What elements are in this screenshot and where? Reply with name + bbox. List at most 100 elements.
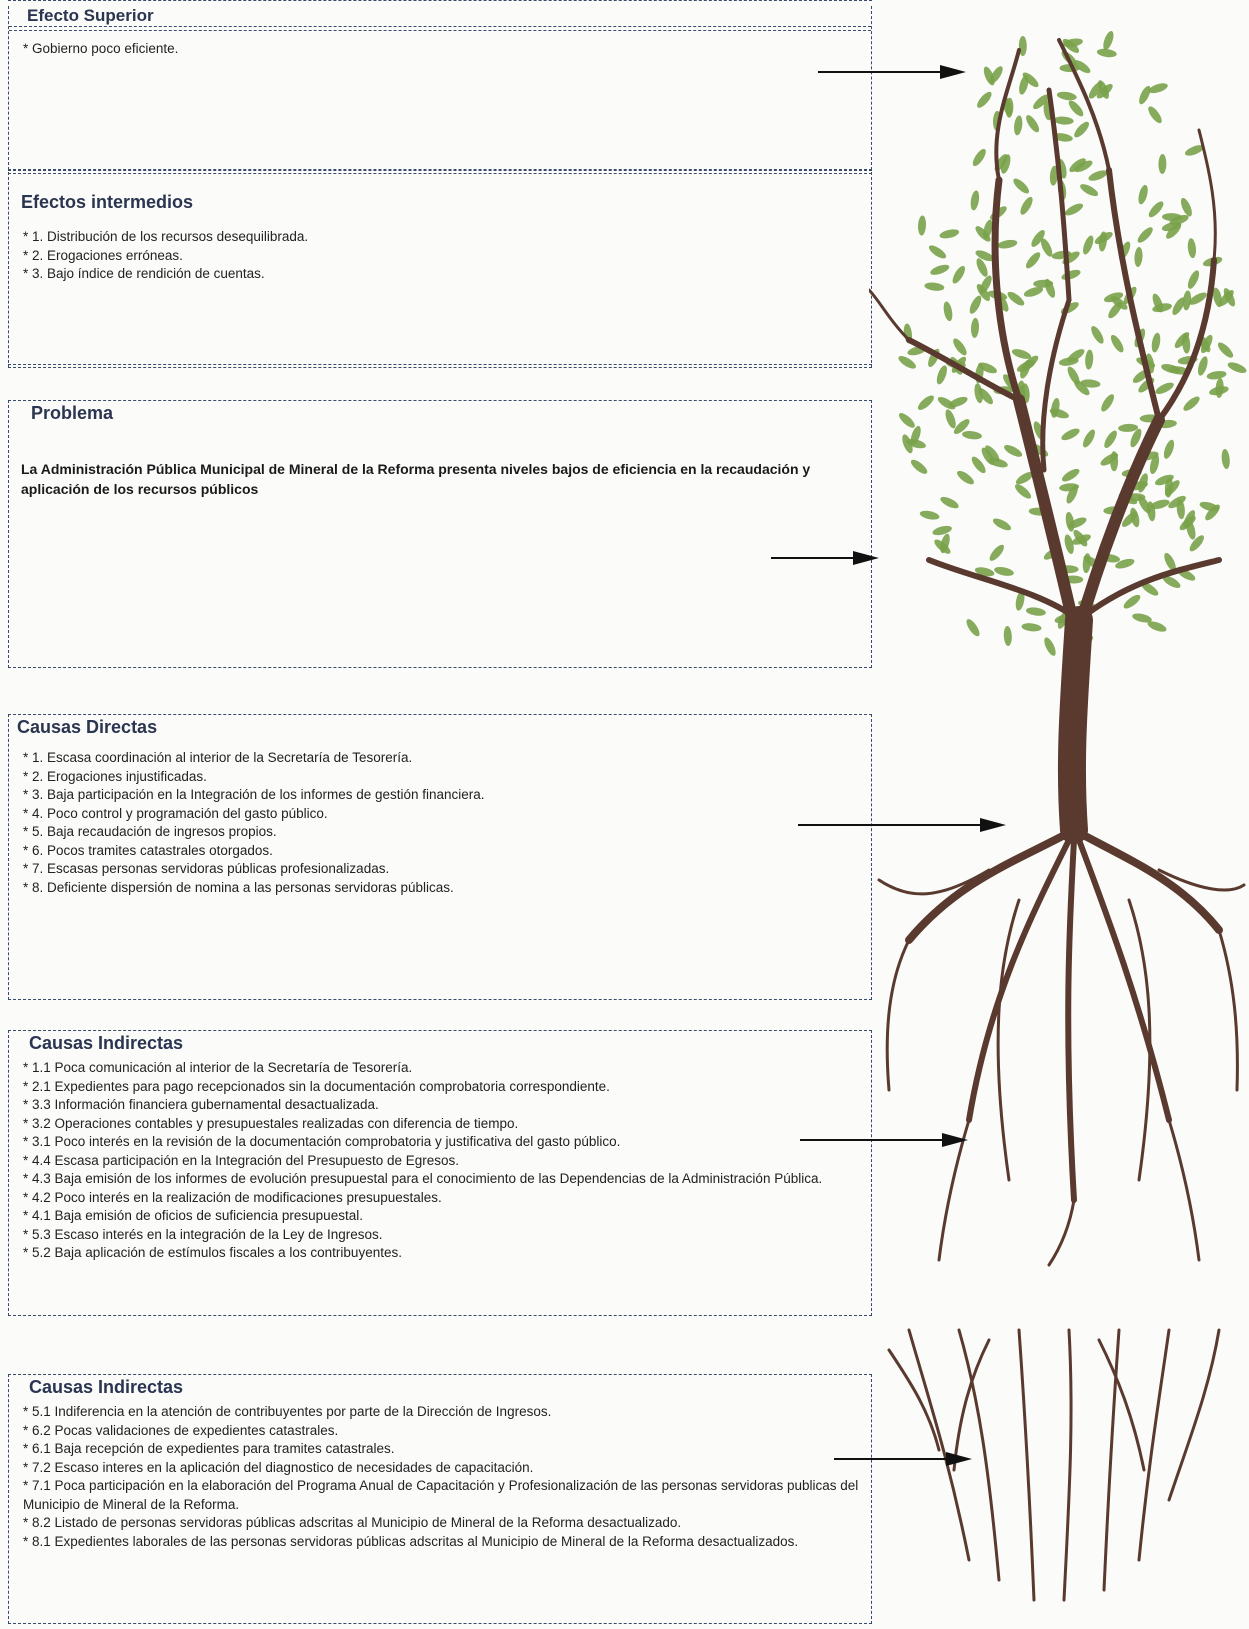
leaf (1152, 293, 1164, 313)
leaf (1187, 238, 1197, 259)
leaf (1080, 379, 1101, 388)
leaf (1033, 94, 1049, 110)
leaf (992, 518, 1012, 531)
leaf (989, 66, 1003, 84)
leaf (1074, 121, 1090, 138)
leaf (934, 539, 951, 554)
list-item: 3.1 Poco interés en la revisión de la do… (21, 1133, 861, 1152)
leaf (1185, 145, 1204, 156)
leaf (936, 365, 947, 385)
leaf (1187, 270, 1200, 289)
leaf (1088, 170, 1108, 181)
efecto-superior-title: Efecto Superior (27, 6, 154, 25)
leaf (1094, 232, 1113, 244)
leaf (1166, 223, 1182, 239)
causas-directas-title: Causas Directas (17, 717, 158, 737)
list-item: 6.2 Pocas validaciones de expedientes ca… (21, 1422, 861, 1441)
leaf (1158, 154, 1167, 174)
leaf (1003, 626, 1012, 646)
leaf (1151, 332, 1161, 353)
leaf (940, 496, 959, 509)
causas-indirectas-2-title: Causas Indirectas (29, 1377, 184, 1397)
leaf (1064, 534, 1074, 554)
leaf (1130, 428, 1142, 448)
leaf (1200, 334, 1213, 354)
leaf (974, 567, 995, 577)
leaf (1149, 454, 1160, 475)
leaf (1172, 297, 1185, 316)
leaf (1163, 439, 1175, 459)
leaf (1004, 445, 1023, 457)
leaf (953, 419, 970, 435)
list-item: 3. Baja participación en la Integración … (21, 786, 485, 805)
leaf (1168, 366, 1189, 375)
leaf (1168, 495, 1186, 509)
leaf (899, 413, 915, 428)
problema-text: La Administración Pública Municipal de M… (21, 461, 811, 497)
leaf (1015, 471, 1034, 485)
leaf (1026, 115, 1040, 133)
leaf (930, 264, 950, 275)
leaf (1148, 201, 1164, 218)
leaf (1080, 184, 1099, 197)
leaf (1011, 349, 1032, 359)
list-item: 5.3 Escaso interés en la integración de … (21, 1226, 861, 1245)
list-item: 8.2 Listado de personas servidoras públi… (21, 1514, 861, 1533)
leaf (1044, 278, 1056, 298)
leaf (1189, 292, 1207, 305)
causas-indirectas-2-list: 5.1 Indiferencia en la atención de contr… (21, 1403, 861, 1551)
leaf (970, 190, 980, 211)
leaf (1068, 100, 1084, 117)
causas-indirectas-1-list: 1.1 Poca comunicación al interior de la … (21, 1059, 861, 1263)
leaf (962, 431, 982, 440)
list-item: 1.1 Poca comunicación al interior de la … (21, 1059, 861, 1078)
leaf (953, 338, 967, 356)
leaf (976, 258, 988, 277)
leaf (1071, 534, 1091, 545)
leaf (1150, 499, 1170, 510)
list-item: Gobierno poco eficiente. (21, 40, 178, 59)
leaf (1083, 429, 1095, 448)
leaf (1164, 552, 1176, 572)
leaf (919, 510, 940, 520)
leaf (1101, 394, 1114, 412)
leaf (1155, 382, 1174, 394)
leaf (1189, 535, 1204, 552)
leaf (1115, 558, 1135, 569)
leaf (1182, 333, 1191, 354)
list-item: 4.4 Escasa participación en la Integraci… (21, 1152, 861, 1171)
leaf (1147, 621, 1167, 632)
list-item: 3. Bajo índice de rendición de cuentas. (21, 265, 308, 284)
leaf (1182, 290, 1192, 311)
double-divider (8, 364, 872, 368)
list-item: 6.1 Baja recepción de expedientes para t… (21, 1440, 861, 1459)
leaf (1073, 60, 1091, 74)
causas-indirectas-1-box: Causas Indirectas 1.1 Poca comunicación … (8, 1030, 872, 1316)
list-item: 5.1 Indiferencia en la atención de contr… (21, 1403, 861, 1422)
leaf (1219, 290, 1234, 306)
leaf (1148, 83, 1168, 94)
leaf (1137, 227, 1153, 243)
leaf (1227, 362, 1247, 373)
leaf (985, 445, 1000, 462)
leaf (970, 317, 980, 338)
leaf (974, 383, 983, 404)
list-item: 8. Deficiente dispersión de nomina a las… (21, 879, 485, 898)
leaf (1183, 396, 1200, 411)
tree-illustration (869, 31, 1247, 1602)
leaf (989, 544, 1004, 561)
leaf (1110, 296, 1128, 310)
leaf (975, 250, 995, 262)
leaf (1031, 230, 1045, 247)
leaf (1061, 468, 1080, 482)
list-item: 6. Pocos tramites catastrales otorgados. (21, 842, 485, 861)
leaf (1056, 91, 1077, 101)
leaf (1221, 449, 1230, 469)
list-item: 1. Distribución de los recursos desequil… (21, 228, 308, 247)
leaf (1164, 477, 1173, 498)
list-item: 7.1 Poca participación en la elaboración… (21, 1477, 861, 1514)
leaf (1148, 106, 1162, 124)
leaf (966, 619, 980, 637)
leaf (997, 239, 1018, 249)
leaf (1053, 133, 1073, 142)
